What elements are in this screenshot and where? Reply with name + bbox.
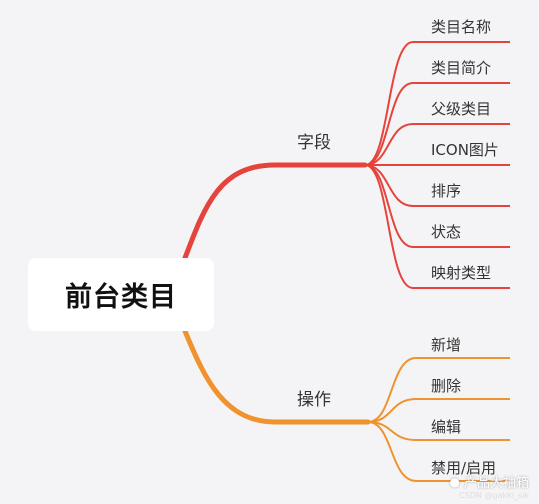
watermark-credit: CSDN @gakki_sik	[459, 491, 529, 500]
leaf-category-intro[interactable]: 类目简介	[431, 59, 492, 77]
root-node[interactable]	[28, 258, 214, 331]
leaf-toggle[interactable]: 禁用/启用	[431, 459, 497, 477]
root-node-label: 前台类目	[65, 282, 177, 313]
wechat-icon: ●	[449, 474, 460, 489]
watermark-text: 产品大袖箱	[463, 476, 529, 491]
leaf-connector	[367, 421, 510, 441]
leaf-connector	[367, 357, 510, 423]
leaf-connector	[364, 164, 510, 289]
leaf-edit[interactable]: 编辑	[431, 418, 462, 436]
watermark: ● 产品大袖箱 CSDN @gakki_sik	[449, 472, 530, 501]
root-connector-actions	[182, 328, 371, 425]
leaf-connector	[364, 123, 510, 166]
leaf-category-name[interactable]: 类目名称	[431, 18, 492, 36]
leaf-add[interactable]: 新增	[431, 336, 462, 354]
leaf-icon-image[interactable]: ICON图片	[431, 141, 499, 159]
leaf-parent-category[interactable]: 父级类目	[431, 100, 492, 118]
leaf-connector	[367, 398, 510, 423]
leaf-connector	[364, 41, 510, 166]
root-connector-fields	[182, 162, 368, 261]
leaf-delete[interactable]: 删除	[431, 377, 462, 395]
leaf-connector	[364, 164, 510, 207]
leaf-connector	[364, 82, 510, 166]
leaf-mapping-type[interactable]: 映射类型	[431, 264, 492, 282]
branch-fields-label[interactable]: 字段	[297, 133, 331, 153]
leaf-sort[interactable]: 排序	[431, 182, 462, 200]
leaf-status[interactable]: 状态	[431, 223, 462, 241]
leaf-connector	[367, 421, 510, 482]
branch-actions-label[interactable]: 操作	[297, 390, 331, 410]
